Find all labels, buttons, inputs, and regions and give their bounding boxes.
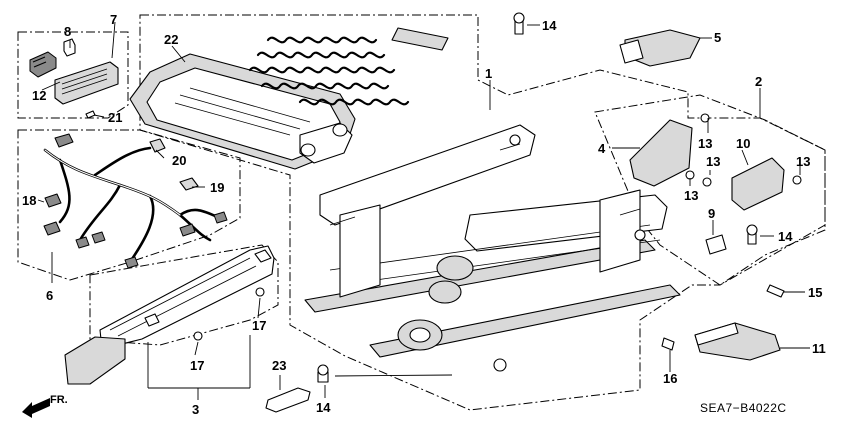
callout-14-top: 14 — [542, 18, 557, 33]
callout-15: 15 — [808, 285, 822, 300]
bracket-part — [705, 234, 727, 255]
callout-6: 6 — [46, 288, 53, 303]
callout-16: 16 — [663, 371, 677, 386]
reclining-cover-inner-part — [619, 39, 644, 64]
callout-20: 20 — [172, 153, 186, 168]
screw-parts — [317, 12, 802, 383]
callout-11: 11 — [812, 341, 826, 356]
callout-13-a: 13 — [698, 136, 712, 151]
callout-12: 12 — [32, 88, 46, 103]
group-box-frame-1 — [139, 14, 826, 411]
group-box-harness-6 — [17, 129, 241, 281]
callout-18: 18 — [22, 193, 36, 208]
group-box-side-2 — [594, 94, 826, 286]
front-direction-arrow: FR. — [22, 394, 68, 418]
callout-21: 21 — [108, 110, 122, 125]
callout-14-bottom: 14 — [316, 400, 331, 415]
callout-5: 5 — [714, 30, 721, 45]
seat-cushion-pan-part — [129, 27, 449, 170]
front-direction-label: FR. — [50, 394, 68, 406]
callout-7: 7 — [110, 12, 117, 27]
callout-4: 4 — [598, 141, 606, 156]
callout-10: 10 — [736, 136, 750, 151]
leader-lines — [37, 21, 810, 400]
callout-8: 8 — [64, 24, 71, 39]
callout-22: 22 — [164, 32, 178, 47]
callout-13-d: 13 — [796, 154, 810, 169]
callout-17-left: 17 — [190, 358, 204, 373]
callout-9: 9 — [708, 206, 715, 221]
callout-19: 19 — [210, 180, 224, 195]
callout-23: 23 — [272, 358, 286, 373]
callout-2: 2 — [755, 74, 762, 89]
switch-bracket-part — [731, 157, 785, 211]
outer-cover-inner-part — [694, 322, 739, 346]
wire-harness-part — [43, 133, 228, 269]
callout-13-b: 13 — [706, 154, 720, 169]
callout-3: 3 — [192, 402, 199, 417]
callout-14-right: 14 — [778, 229, 793, 244]
callout-labels: 7 8 12 21 22 20 19 18 6 1 14 5 2 4 13 13… — [22, 12, 826, 417]
seat-frame-mechanism-part — [304, 124, 681, 372]
diagram-code: SEA7−B4022C — [700, 401, 787, 415]
group-box-switch-7 — [17, 31, 129, 119]
seat-side-cover-part — [64, 245, 275, 385]
callout-17-right: 17 — [252, 318, 266, 333]
power-seat-switch-part — [29, 38, 119, 119]
callout-1: 1 — [485, 66, 492, 81]
callout-13-c: 13 — [684, 188, 698, 203]
side-trim-part — [629, 119, 693, 187]
cover-clip-part — [265, 387, 311, 413]
